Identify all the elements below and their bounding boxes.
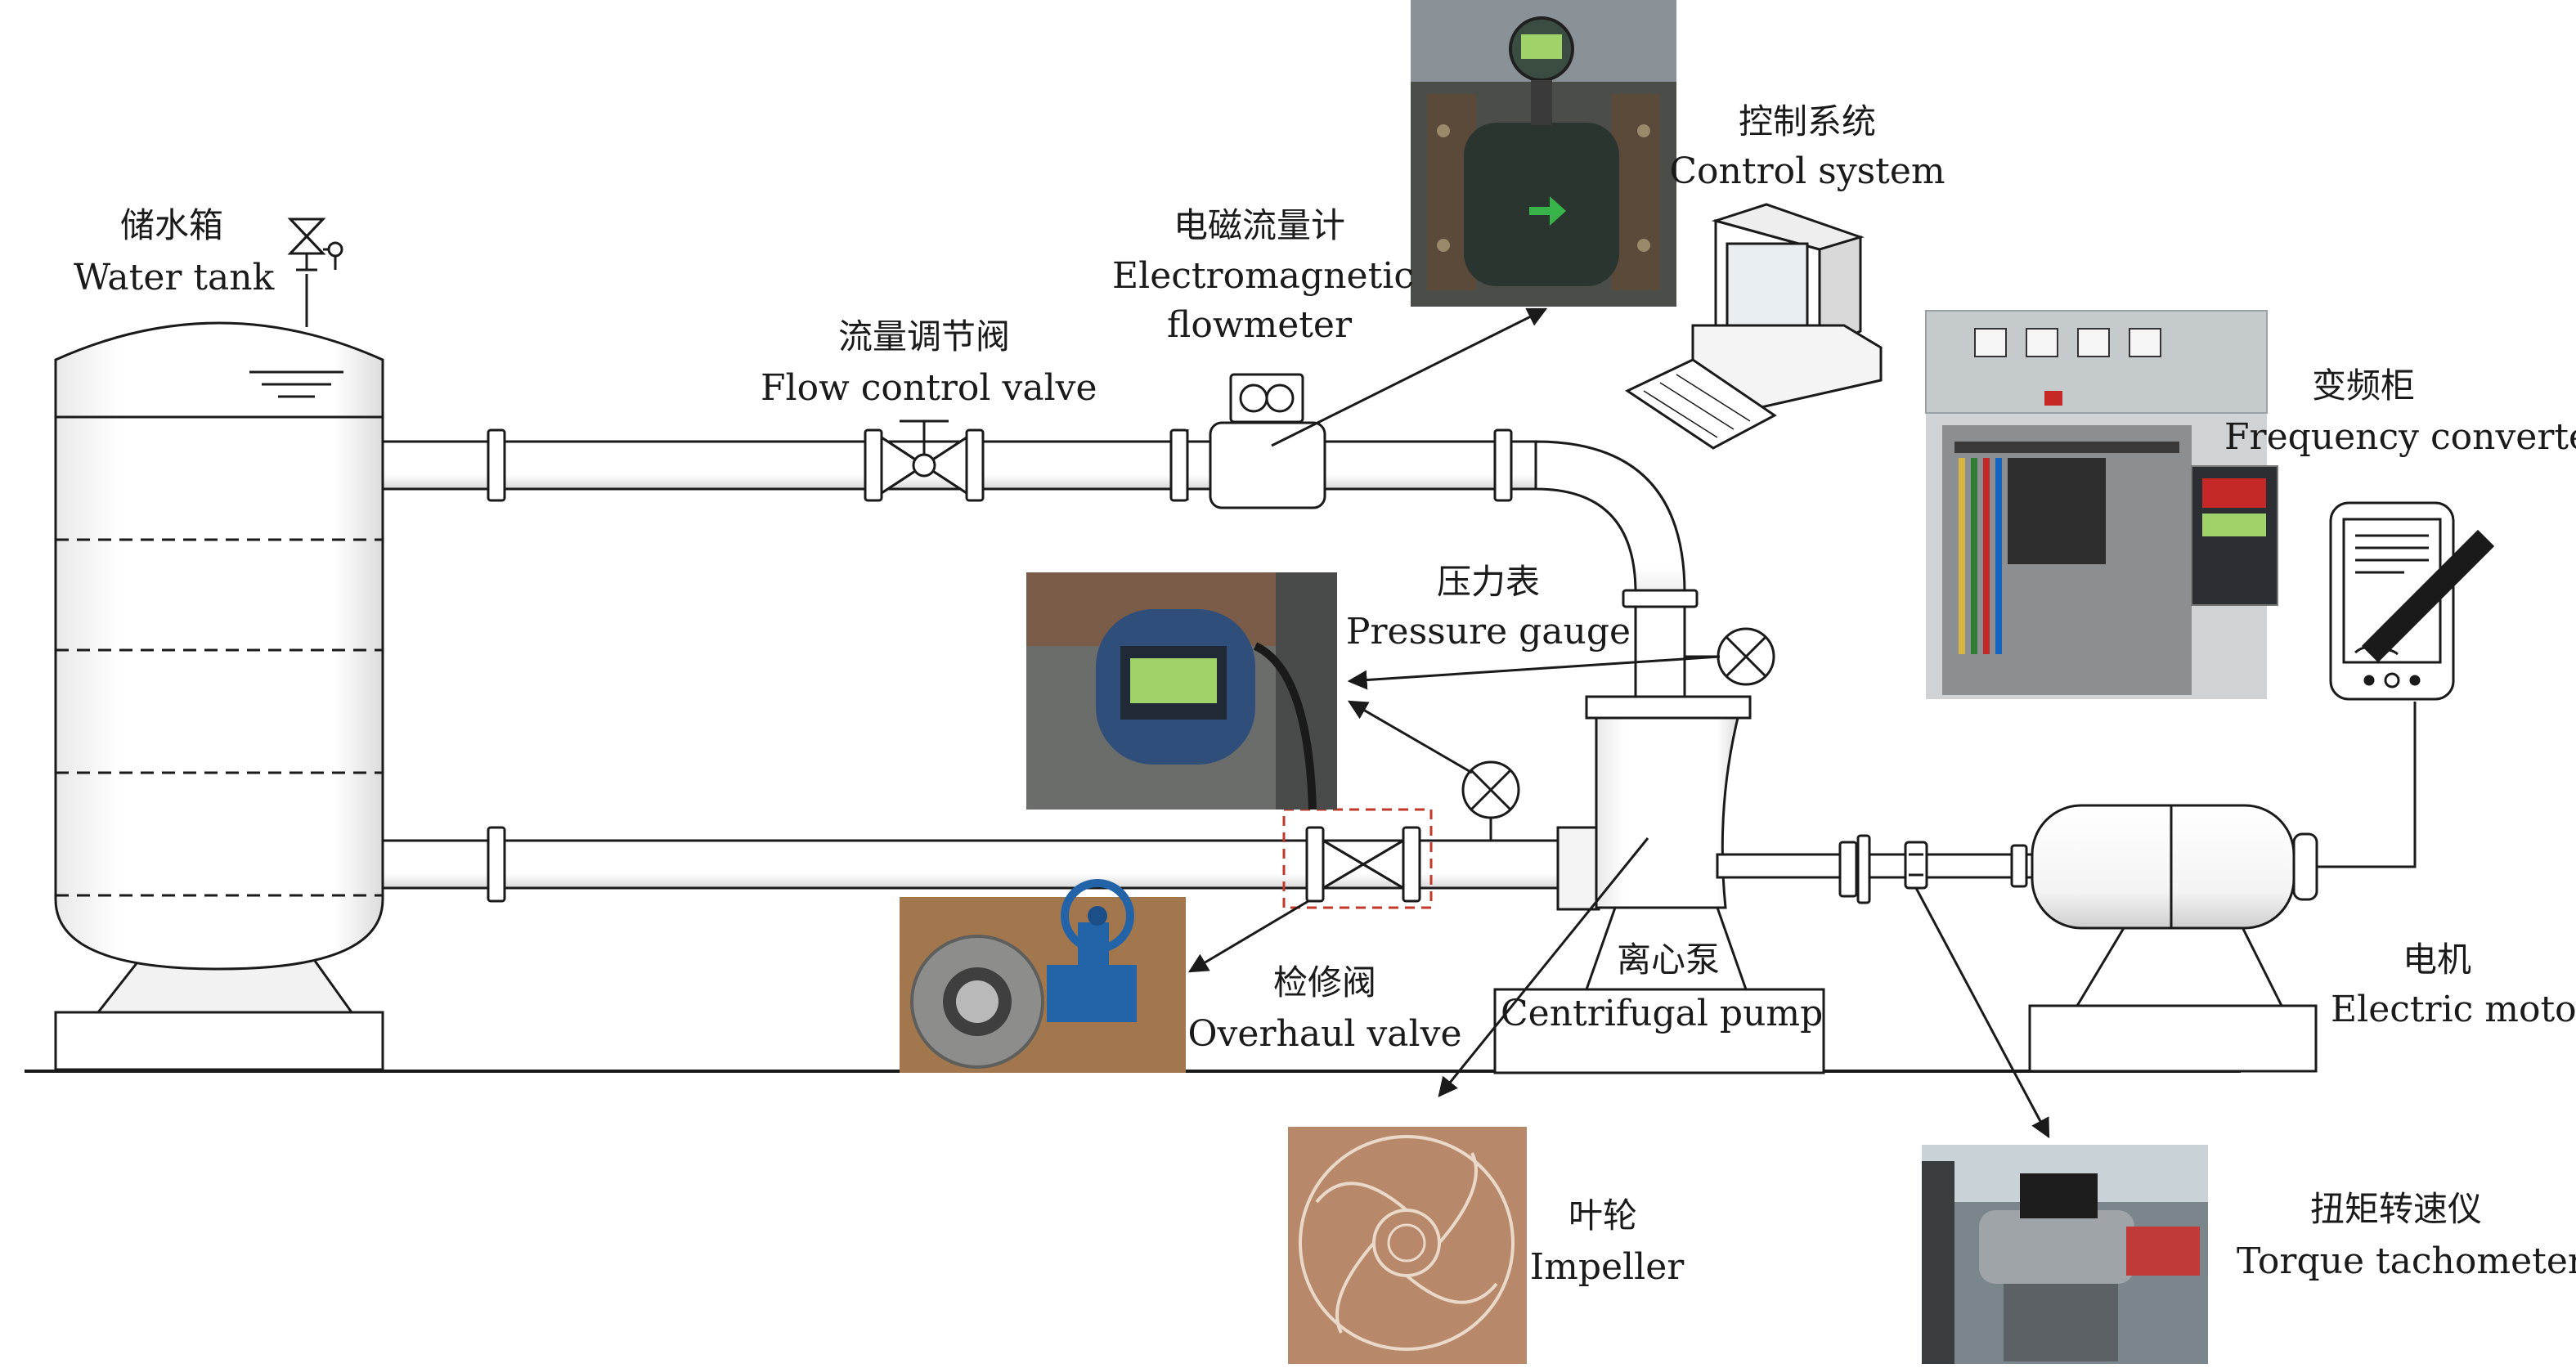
- centrifugal-pump: [1493, 695, 2087, 1074]
- pump-base: [1493, 988, 1825, 1074]
- torque-tachometer-photo: [1922, 1145, 2208, 1364]
- flange: [1402, 826, 1421, 903]
- label-torque-tachometer-en: Torque tachometer: [2237, 1240, 2576, 1282]
- float-valve-icon: [287, 218, 343, 327]
- arrow-torque-tachometer: [1914, 887, 2050, 1139]
- gate-valve-icon: [880, 419, 968, 496]
- label-centrifugal-pump-zh: 离心泵: [1616, 940, 1720, 980]
- motor-body: [2031, 804, 2296, 930]
- label-flow-control-valve-en: Flow control valve: [761, 367, 1097, 409]
- coupling: [1856, 834, 1871, 904]
- computer-icon: [1624, 203, 1883, 450]
- label-impeller-zh: 叶轮: [1568, 1195, 1637, 1236]
- pump-casing: [1595, 716, 1739, 909]
- coupling: [2010, 844, 2028, 888]
- label-overhaul-valve-en: Overhaul valve: [1187, 1013, 1462, 1055]
- coupling: [1838, 841, 1858, 898]
- label-flowmeter-en: Electromagnetic: [1112, 255, 1414, 297]
- label-electric-motor-en: Electric motor: [2331, 989, 2576, 1030]
- label-control-system-zh: 控制系统: [1738, 101, 1876, 141]
- label-torque-tachometer-zh: 扭矩转速仪: [2309, 1189, 2482, 1229]
- water-tank: [54, 218, 384, 1071]
- overhaul-valve-highlight: [1282, 808, 1433, 909]
- electric-motor: [2028, 804, 2318, 1073]
- signal-line: [2317, 702, 2417, 868]
- pressure-gauge-photo: [1026, 572, 1337, 810]
- flange: [1305, 826, 1325, 903]
- overhaul-valve-symbol: [1322, 838, 1405, 890]
- label-water-tank-zh: 储水箱: [119, 205, 223, 245]
- label-water-tank-en: Water tank: [74, 257, 275, 298]
- arrow-pressure-gauge-upper: [1347, 655, 1721, 690]
- pressure-gauge-symbol: [1461, 760, 1520, 819]
- label-overhaul-valve-zh: 检修阀: [1272, 962, 1376, 1002]
- label-frequency-converter-zh: 变频柜: [2311, 366, 2415, 406]
- label-flow-control-valve-zh: 流量调节阀: [837, 316, 1010, 357]
- motor-base: [2028, 1004, 2318, 1073]
- pump-inlet: [1556, 826, 1600, 911]
- tank-body: [54, 321, 384, 971]
- upper-pipe: [381, 373, 1699, 713]
- pump-top-flange: [1585, 695, 1752, 720]
- overhaul-valve-photo: [900, 879, 1186, 1073]
- label-pressure-gauge-zh: 压力表: [1436, 562, 1540, 602]
- label-centrifugal-pump-en: Centrifugal pump: [1501, 993, 1824, 1034]
- motor-end-cap: [2292, 832, 2318, 901]
- arrow-pressure-gauge-lower: [1347, 700, 1473, 774]
- label-control-system-en: Control system: [1669, 150, 1945, 192]
- pressure-gauge-symbol: [1685, 627, 1775, 686]
- impeller-photo: [1288, 1127, 1527, 1364]
- tank-foot: [54, 1011, 384, 1071]
- label-impeller-en: Impeller: [1529, 1246, 1685, 1288]
- flange: [864, 428, 883, 502]
- motor-pedestal: [2075, 922, 2284, 1007]
- flange: [1493, 428, 1513, 502]
- tablet-pen-icon: [2329, 501, 2495, 701]
- label-flowmeter-zh: 电磁流量计: [1173, 205, 1345, 245]
- flowmeter-symbol: [1186, 373, 1326, 509]
- arrow-impeller: [1438, 837, 1649, 1097]
- label-electric-motor-zh: 电机: [2402, 940, 2471, 980]
- flange: [1169, 428, 1189, 502]
- label-frequency-converter-en: Frequency converter: [2224, 416, 2576, 458]
- label-flowmeter-en2: flowmeter: [1166, 304, 1352, 346]
- pump-shaft: [1716, 853, 2087, 879]
- flange: [1622, 589, 1699, 608]
- flange: [487, 826, 506, 903]
- lower-pipe: [381, 808, 1562, 909]
- label-pressure-gauge-en: Pressure gauge: [1345, 611, 1631, 653]
- frequency-cabinet-photo: [1925, 310, 2278, 699]
- arrow-flowmeter: [1271, 307, 1548, 447]
- arrow-overhaul-valve: [1187, 899, 1309, 973]
- flange: [965, 428, 985, 502]
- torque-sensor-symbol: [1904, 841, 1928, 890]
- water-level-symbol: [249, 370, 343, 398]
- flange: [487, 428, 506, 502]
- flowmeter-photo: [1411, 0, 1676, 307]
